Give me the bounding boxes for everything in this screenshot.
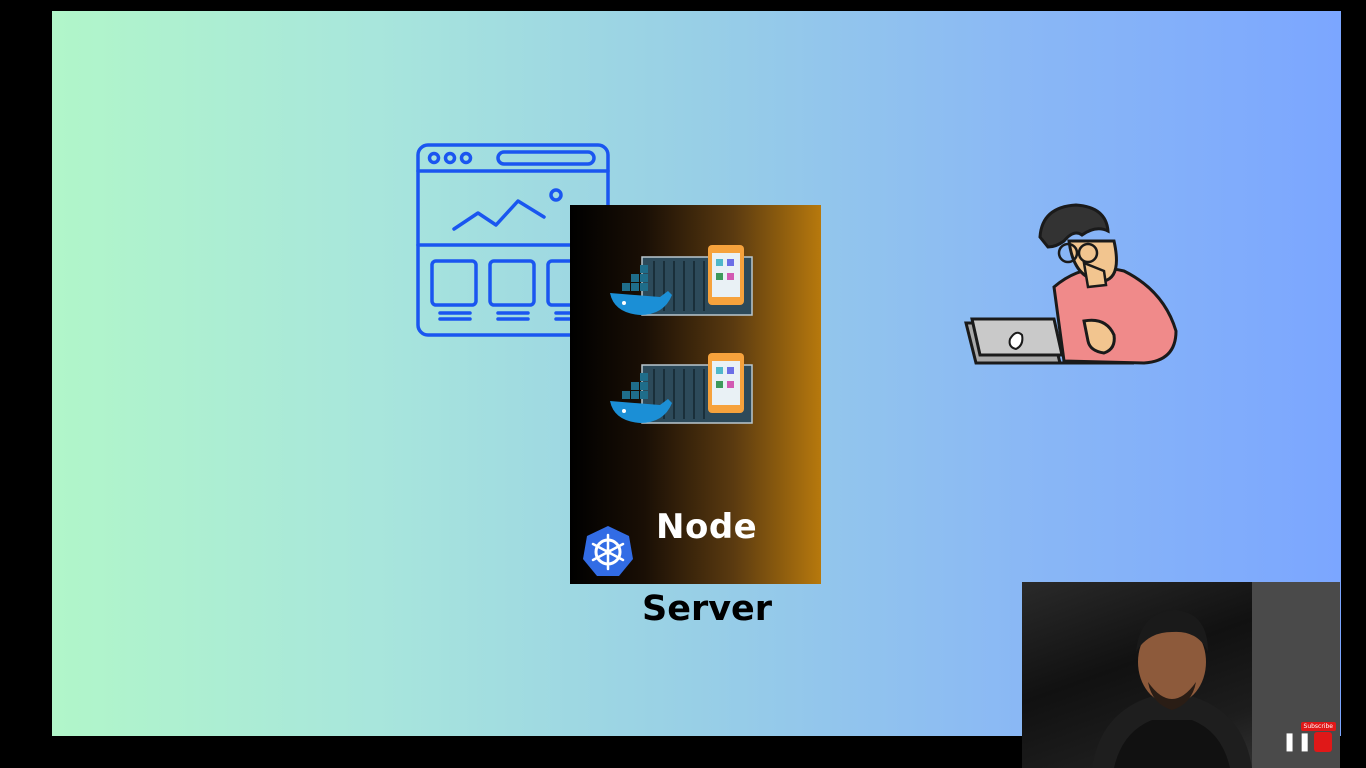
record-button[interactable] xyxy=(1314,732,1332,752)
webcam-controls: ❚❚ xyxy=(1282,730,1332,754)
node-box: Node xyxy=(570,205,821,584)
person-with-laptop-icon xyxy=(964,203,1178,365)
kubernetes-icon xyxy=(583,526,633,576)
node-label: Node xyxy=(656,507,758,547)
container-2-icon xyxy=(610,353,753,424)
docker-whale-icon xyxy=(610,373,672,423)
docker-whale-icon xyxy=(610,265,672,315)
webcam-overlay: Subscribe ❚❚ xyxy=(1022,582,1340,768)
container-1-icon xyxy=(610,245,753,316)
server-label: Server xyxy=(642,589,773,629)
subscribe-tag[interactable]: Subscribe xyxy=(1300,722,1336,731)
slide-canvas: Node Server xyxy=(52,11,1341,736)
pause-icon[interactable]: ❚❚ xyxy=(1282,731,1313,752)
presenter-video xyxy=(1092,582,1340,768)
